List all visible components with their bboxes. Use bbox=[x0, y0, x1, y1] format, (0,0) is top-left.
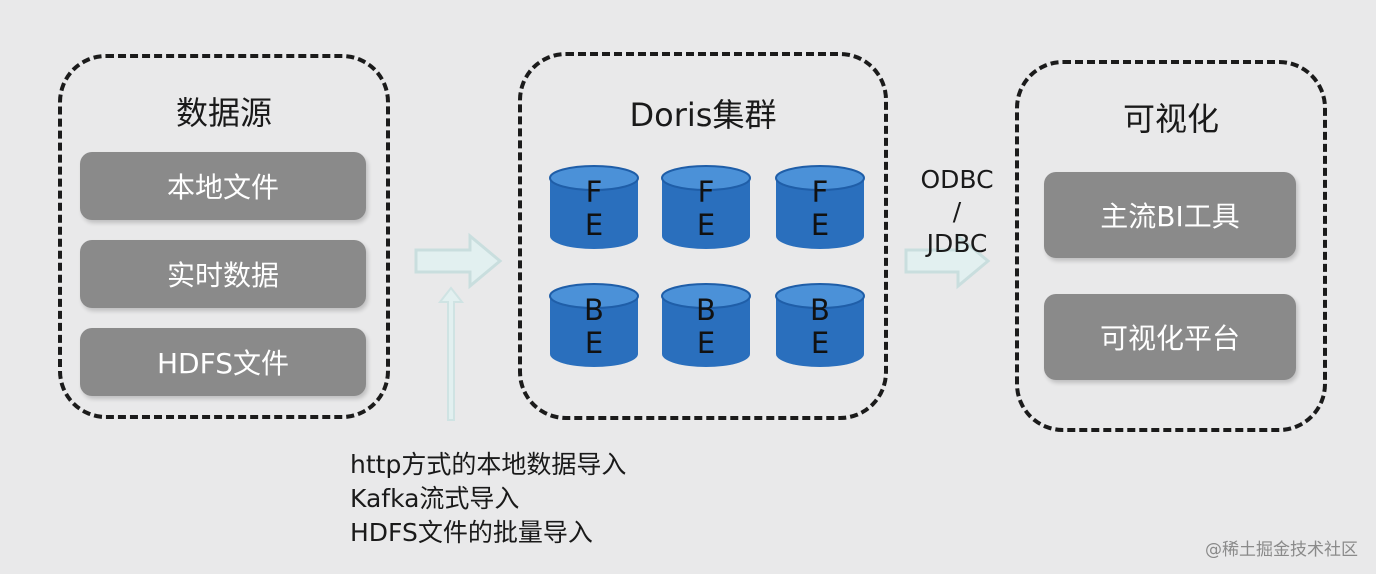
visualization-title: 可视化 bbox=[1122, 100, 1219, 138]
database-cylinder-icon bbox=[775, 283, 865, 367]
import-methods-list: http方式的本地数据导入 Kafka流式导入 HDFS文件的批量导入 bbox=[350, 448, 626, 550]
watermark: @稀土掘金技术社区 bbox=[1205, 540, 1358, 560]
database-cylinder-icon bbox=[661, 165, 751, 249]
realtime-data-box: 实时数据 bbox=[80, 240, 366, 308]
arrow-import-up bbox=[437, 286, 465, 421]
visualization-platform-box: 可视化平台 bbox=[1044, 294, 1296, 380]
slash-text: / bbox=[952, 197, 962, 226]
doris-cluster-title: Doris集群 bbox=[629, 96, 777, 134]
import-method-item: HDFS文件的批量导入 bbox=[350, 518, 593, 547]
arrow-doris-to-viz bbox=[904, 232, 991, 290]
bi-tools-box: 主流BI工具 bbox=[1044, 172, 1296, 258]
local-file-box: 本地文件 bbox=[80, 152, 366, 220]
jdbc-text: JDBC bbox=[926, 229, 988, 258]
data-source-group: 数据源 本地文件 实时数据 HDFS文件 bbox=[58, 54, 390, 419]
database-cylinder-icon bbox=[549, 165, 639, 249]
data-source-title: 数据源 bbox=[175, 94, 272, 132]
import-method-item: Kafka流式导入 bbox=[350, 484, 520, 513]
database-cylinder-icon bbox=[775, 165, 865, 249]
hdfs-file-box: HDFS文件 bbox=[80, 328, 366, 396]
visualization-group: 可视化 主流BI工具 可视化平台 bbox=[1015, 60, 1327, 432]
odbc-jdbc-label: ODBC / JDBC bbox=[916, 164, 998, 260]
arrow-source-to-doris bbox=[414, 232, 503, 290]
odbc-text: ODBC bbox=[920, 165, 994, 194]
database-cylinder-icon bbox=[661, 283, 751, 367]
import-method-item: http方式的本地数据导入 bbox=[350, 450, 627, 479]
database-cylinder-icon bbox=[549, 283, 639, 367]
